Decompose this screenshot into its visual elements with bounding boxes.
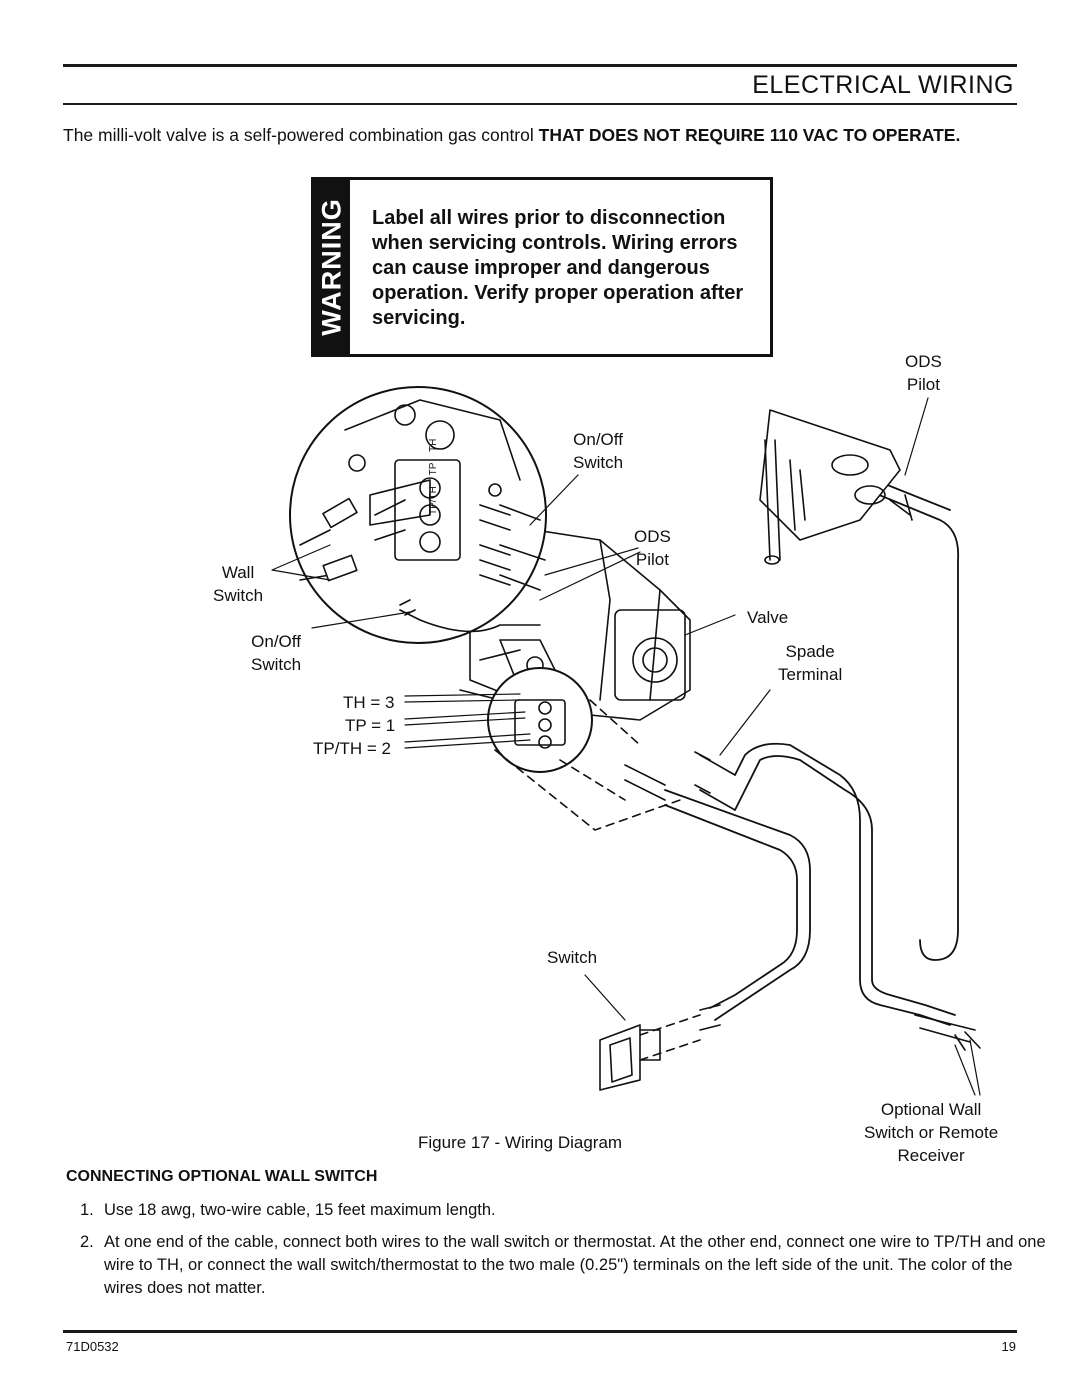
page-title: ELECTRICAL WIRING <box>752 71 1014 99</box>
terminal-strip-labels: TP/TH TP TH <box>428 439 439 515</box>
label-onoff-switch-left: On/Off Switch <box>251 630 301 676</box>
label-optional-line3: Receiver <box>897 1146 965 1165</box>
step-number: 1. <box>80 1201 94 1219</box>
label-onoff-switch-top: On/Off Switch <box>573 428 623 474</box>
intro-paragraph: The milli-volt valve is a self-powered c… <box>63 124 1023 147</box>
rocker-switch <box>599 1004 721 1091</box>
label-spade-line1: Spade <box>785 642 835 661</box>
warning-bar: WARNING <box>314 180 350 354</box>
header-rule-bottom <box>63 103 1017 105</box>
label-wall-line1: Wall <box>221 563 255 582</box>
label-onoff-top-line1: On/Off <box>573 430 623 449</box>
label-wall-line2: Switch <box>213 586 264 605</box>
label-optional-line2: Switch or Remote <box>864 1123 999 1142</box>
label-onoff-top-line2: Switch <box>573 453 624 472</box>
label-onoff-left-line2: Switch <box>251 655 302 674</box>
label-ods-pilot-mid: ODS Pilot <box>634 525 671 571</box>
intro-bold-text: THAT DOES NOT REQUIRE 110 VAC TO OPERATE… <box>538 125 961 145</box>
label-valve: Valve <box>747 608 789 627</box>
terminal-label-tp: TP <box>428 462 439 476</box>
magnified-terminal-view <box>289 386 547 644</box>
callout-leaders <box>271 397 981 1096</box>
label-ods-pilot-mid-line1: ODS <box>634 527 671 546</box>
label-spade-terminal: Spade Terminal <box>778 640 842 686</box>
header-rule-top <box>63 64 1017 67</box>
receiver-connectors <box>914 1014 981 1051</box>
label-spade-line2: Terminal <box>778 665 843 684</box>
section-heading: CONNECTING OPTIONAL WALL SWITCH <box>66 1168 378 1185</box>
document-number: 71D0532 <box>66 1339 119 1354</box>
label-tp: TP = 1 <box>345 716 396 735</box>
step-text: Use 18 awg, two-wire cable, 15 feet maxi… <box>104 1201 496 1219</box>
label-optional-line1: Optional Wall <box>880 1100 982 1119</box>
spade-terminals <box>624 751 736 811</box>
label-ods-pilot-top-line2: Pilot <box>906 375 940 394</box>
dashed-leaders <box>494 699 701 1061</box>
terminal-detail-circle <box>487 667 593 773</box>
label-tpth: TP/TH = 2 <box>313 739 391 758</box>
harness-wires <box>664 439 960 1026</box>
step-number: 2. <box>80 1233 94 1251</box>
label-onoff-left-line1: On/Off <box>251 632 301 651</box>
footer-rule <box>63 1330 1017 1333</box>
ods-pilot-assembly <box>759 409 913 565</box>
label-th: TH = 3 <box>343 693 395 712</box>
figure-caption: Figure 17 - Wiring Diagram <box>418 1133 623 1152</box>
step-text: At one end of the cable, connect both wi… <box>104 1233 1046 1297</box>
label-ods-pilot-top-line1: ODS <box>905 352 942 371</box>
warning-box: WARNING Label all wires prior to disconn… <box>311 177 773 357</box>
warning-text: Label all wires prior to disconnection w… <box>372 207 744 329</box>
label-ods-pilot-top: ODS Pilot <box>905 350 942 396</box>
terminal-label-th: TH <box>428 438 439 452</box>
label-ods-pilot-mid-line2: Pilot <box>635 550 669 569</box>
page-number: 19 <box>1001 1339 1016 1354</box>
label-wall-switch: Wall Switch <box>213 561 263 607</box>
label-optional-receiver: Optional Wall Switch or Remote Receiver <box>864 1098 998 1167</box>
terminal-label-tpth: TP/TH <box>428 486 439 515</box>
intro-text: The milli-volt valve is a self-powered c… <box>63 125 539 145</box>
label-switch: Switch <box>547 948 598 967</box>
